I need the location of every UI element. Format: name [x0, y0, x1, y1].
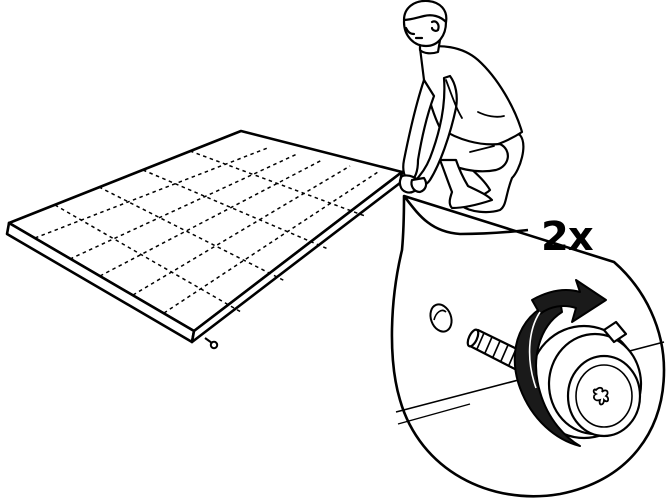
- quantity-label: 2x: [541, 214, 594, 260]
- flat-panel: [5, 129, 404, 344]
- rotation-arrow-icon: [513, 279, 607, 447]
- phillips-head-icon: [592, 386, 610, 406]
- person-clothing-lines: [445, 79, 505, 153]
- edge-screw-icon: [204, 337, 219, 350]
- panel-grid-lines: [34, 146, 379, 314]
- person-figure: [398, 0, 525, 214]
